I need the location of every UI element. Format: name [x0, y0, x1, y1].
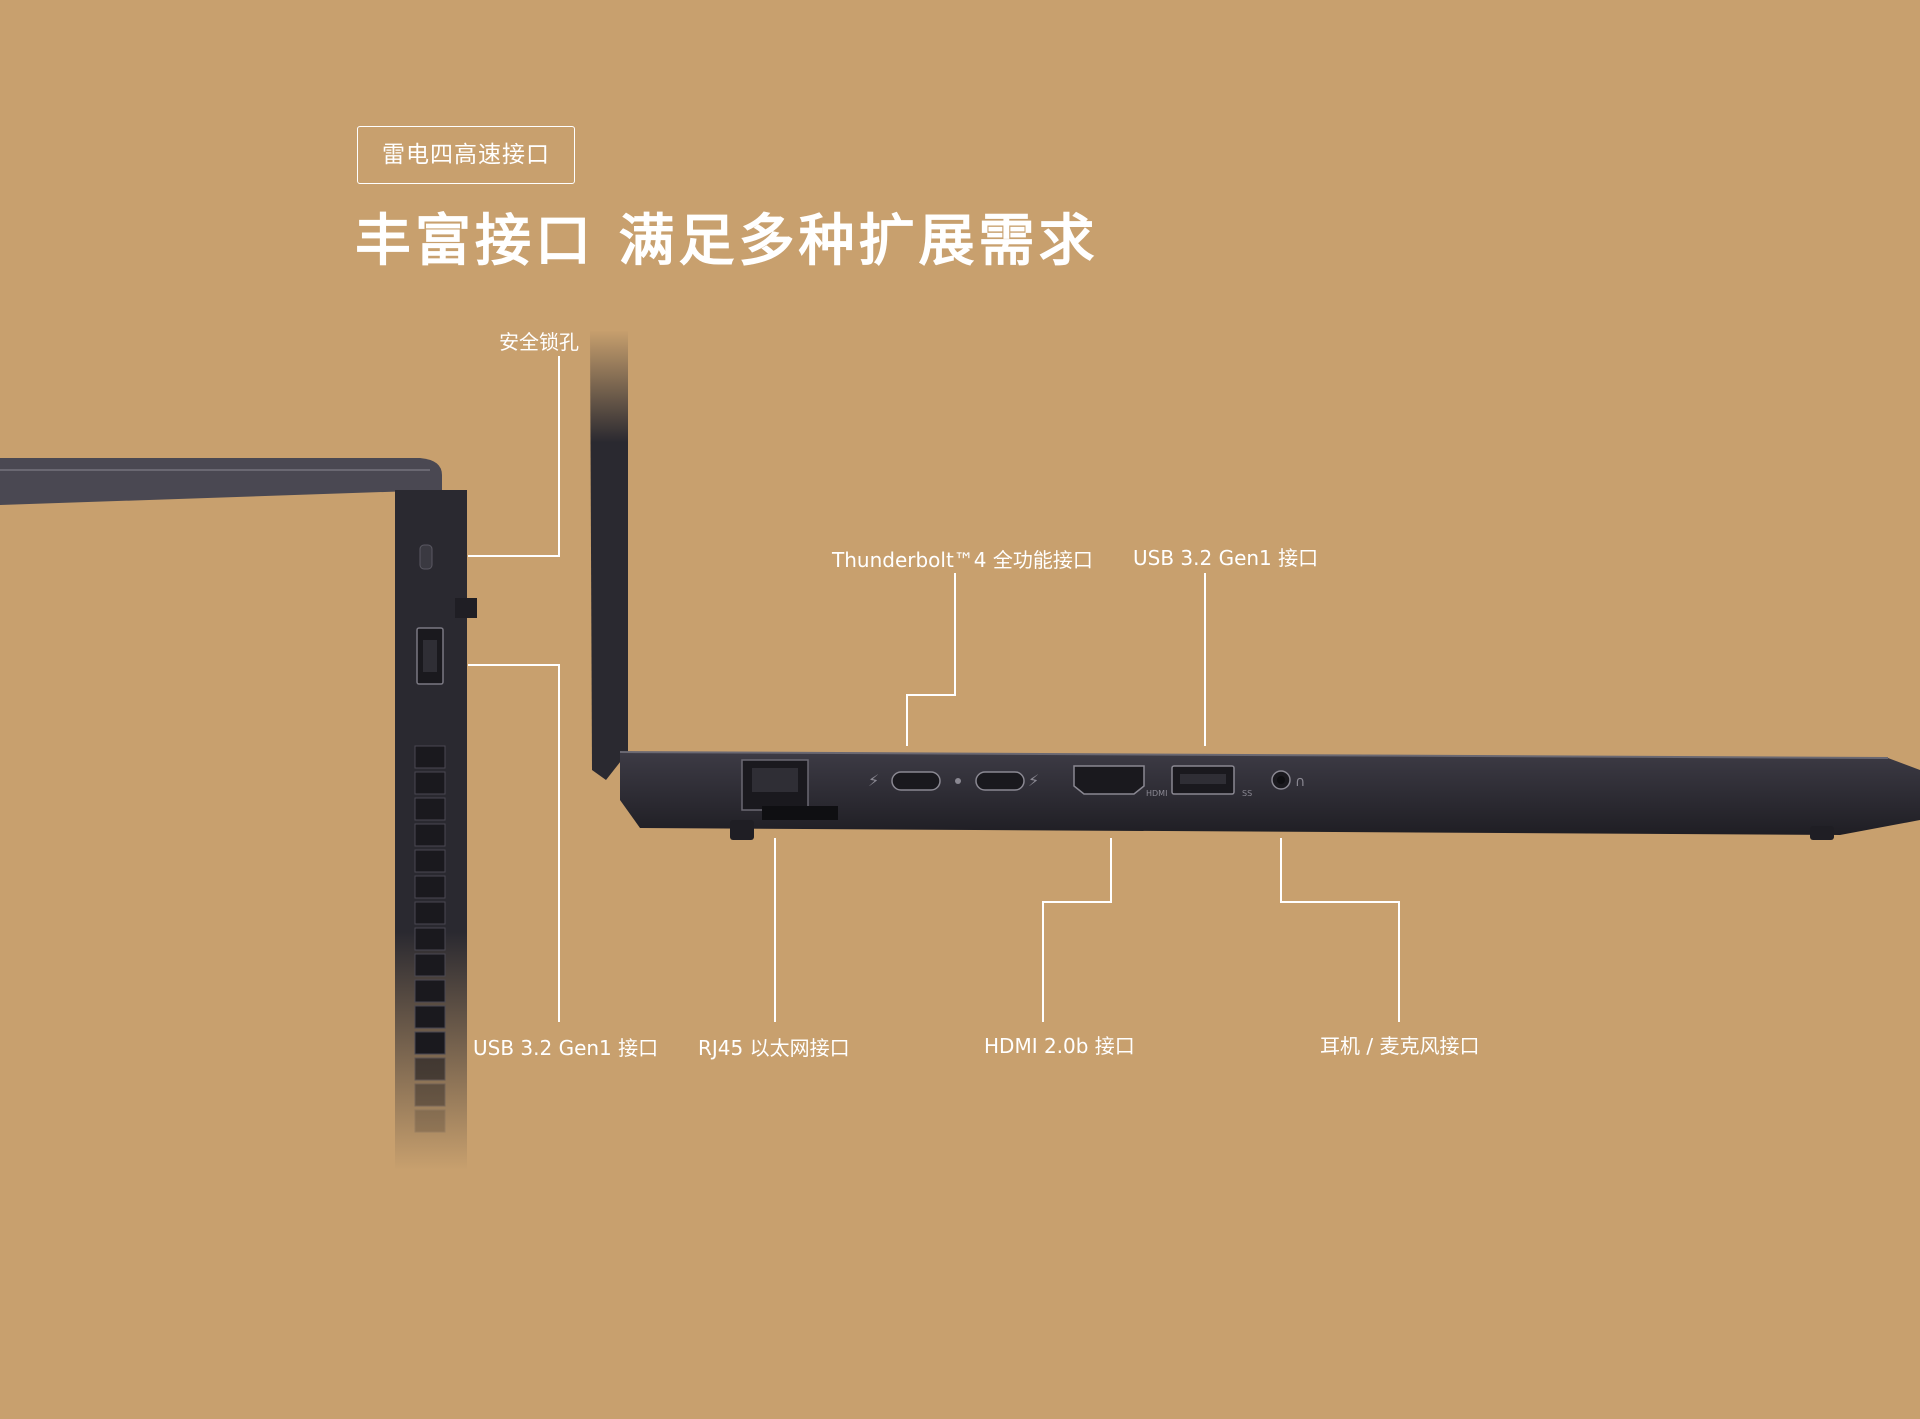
usb-mark: SS [1242, 789, 1252, 798]
right-base [620, 752, 1920, 835]
left-side-view [0, 458, 477, 1170]
callout-usb-left [468, 664, 560, 1022]
label-thunderbolt: Thunderbolt™4 全功能接口 [832, 548, 1093, 572]
thunderbolt-ports: ⚡ ⚡ [868, 771, 1039, 791]
label-usb-left: USB 3.2 Gen1 接口 [473, 1036, 659, 1060]
right-side-view: ⚡ ⚡ HDMI SS ∩ [590, 330, 1920, 840]
callout-hdmi [1042, 838, 1112, 1022]
label-usb-right: USB 3.2 Gen1 接口 [1133, 546, 1319, 570]
callout-lines [468, 356, 1400, 1022]
page-headline: 丰富接口 满足多种扩展需求 [355, 209, 1099, 274]
hdmi-mark: HDMI [1146, 789, 1167, 798]
callout-thunderbolt [906, 573, 956, 746]
feature-badge: 雷电四高速接口 [357, 126, 575, 184]
hdmi-port: HDMI [1073, 765, 1167, 798]
left-lid [0, 458, 442, 505]
right-usb-port: SS [1171, 765, 1252, 798]
callout-security-lock [468, 356, 560, 557]
label-audio: 耳机 / 麦克风接口 [1320, 1034, 1480, 1058]
svg-text:⚡: ⚡ [1028, 771, 1039, 790]
label-security-lock: 安全锁孔 [499, 330, 579, 354]
svg-text:∩: ∩ [1295, 774, 1305, 790]
security-lock-slot [419, 544, 433, 570]
svg-text:⚡: ⚡ [868, 771, 879, 790]
audio-jack: ∩ [1271, 770, 1305, 790]
right-screen [590, 330, 628, 780]
label-hdmi: HDMI 2.0b 接口 [984, 1034, 1135, 1058]
rj45-port [741, 759, 838, 820]
left-vents [414, 745, 446, 1133]
label-rj45: RJ45 以太网接口 [698, 1036, 850, 1060]
callout-audio [1280, 838, 1400, 1022]
